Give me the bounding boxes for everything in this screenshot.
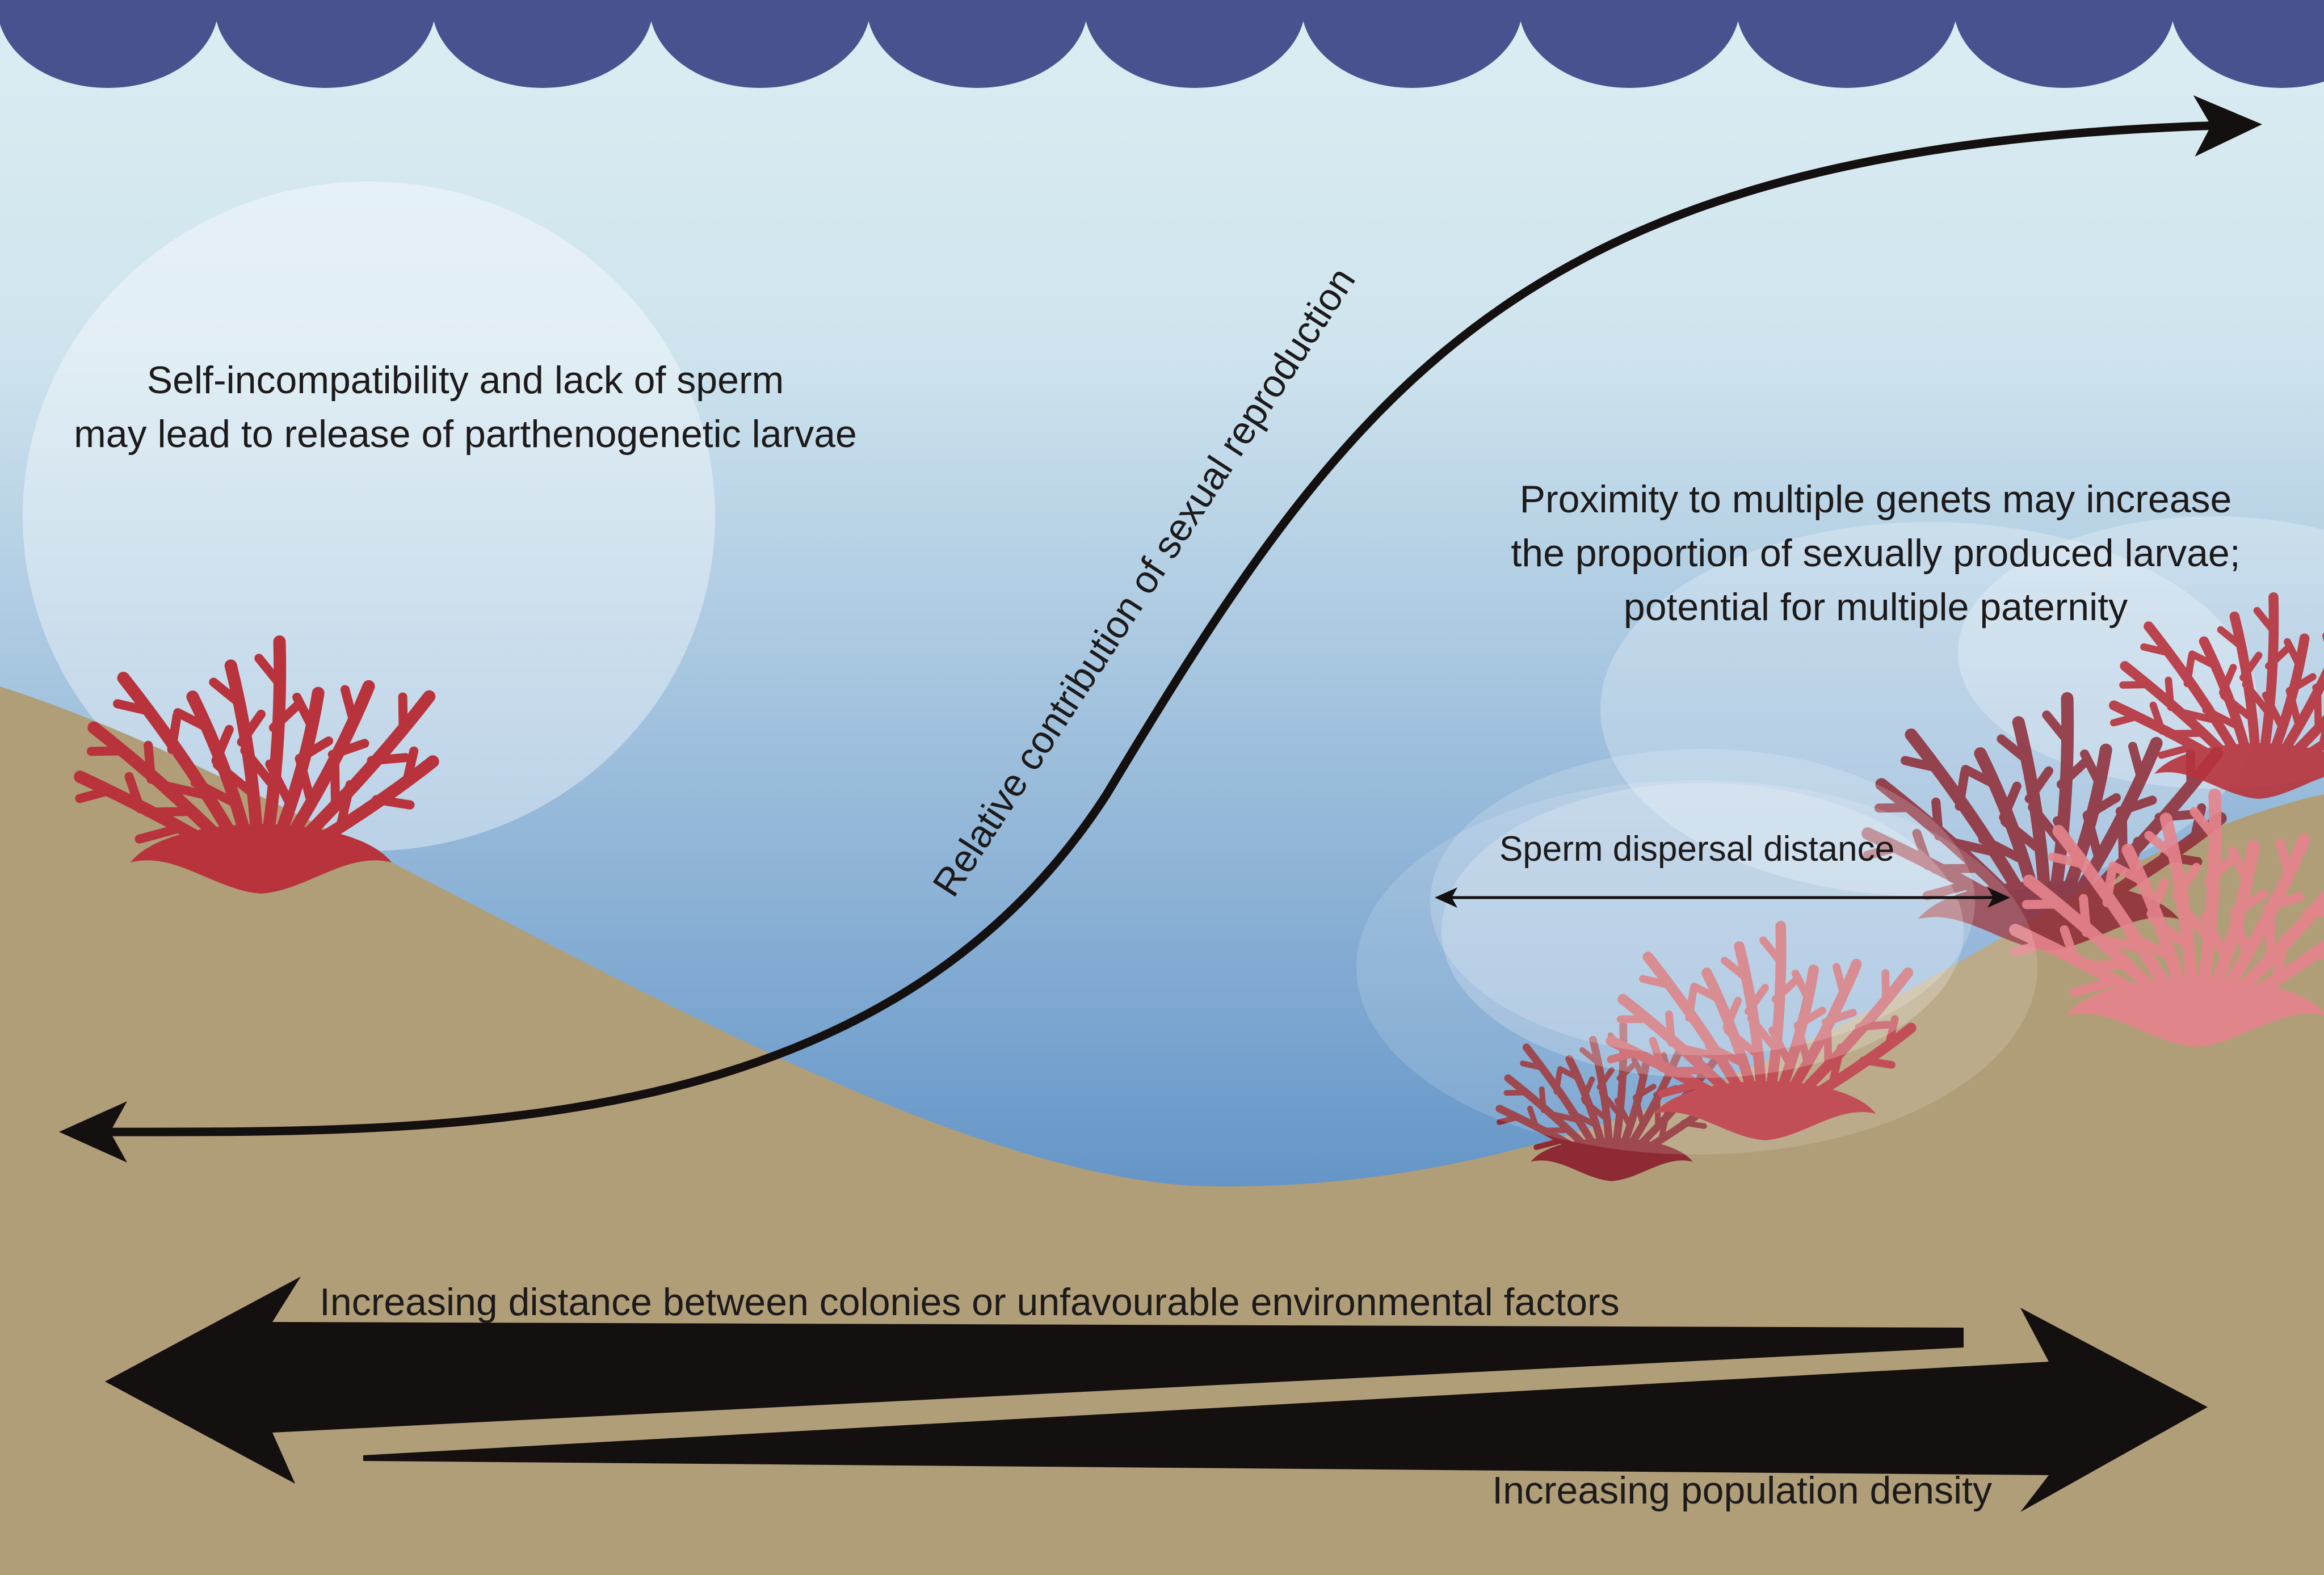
distance-factors-label: Increasing distance between colonies or … — [320, 1281, 1620, 1324]
proximity-label: the proportion of sexually produced larv… — [1511, 532, 2240, 575]
wave-crest — [215, 0, 436, 88]
density-arrow — [363, 1308, 2208, 1512]
wave-crest — [1084, 0, 1305, 88]
sexual-reproduction-curve-arrow — [59, 95, 2262, 1163]
wave-crest — [1301, 0, 1523, 88]
self-incompatibility-label: Self-incompatibility and lack of sperm — [147, 359, 784, 402]
wave-crest — [1519, 0, 1740, 88]
wave-crest — [867, 0, 1088, 88]
wave-crest — [2171, 0, 2324, 88]
wave-crest — [649, 0, 871, 88]
wave-crest — [432, 0, 653, 88]
self-incompatibility-label: may lead to release of parthenogenetic l… — [74, 412, 857, 456]
proximity-label: Proximity to multiple genets may increas… — [1520, 478, 2232, 521]
population-density-label: Increasing population density — [1492, 1469, 1992, 1512]
wave-icon — [0, 0, 2324, 88]
sperm-dispersal-label: Sperm dispersal distance — [1499, 829, 1894, 869]
wave-crest — [1953, 0, 2175, 88]
distance-arrow — [105, 1277, 1964, 1484]
proximity-label: potential for multiple paternity — [1624, 586, 2128, 629]
wave-crest — [1736, 0, 1957, 88]
wave-crest — [0, 0, 218, 88]
